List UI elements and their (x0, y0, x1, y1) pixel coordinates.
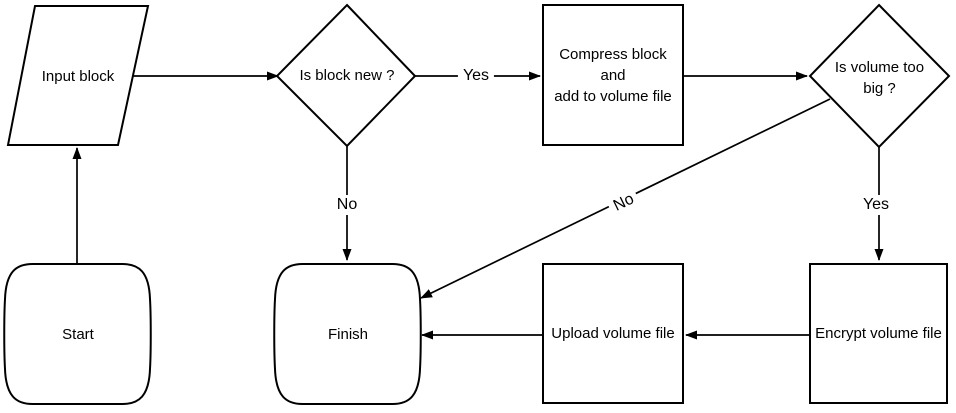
edge-label-yes-block-new: Yes (457, 66, 495, 86)
start-terminator-node (3, 263, 152, 405)
compress-block-node (542, 4, 684, 146)
finish-terminator-node (273, 263, 422, 405)
edge-label-yes-volume-big: Yes (857, 195, 895, 215)
is-block-new-decision-node (275, 3, 417, 148)
encrypt-volume-node (809, 263, 948, 404)
is-volume-too-big-decision-node (808, 3, 951, 149)
upload-volume-node (542, 263, 684, 404)
input-block-node (6, 5, 150, 146)
edge-label-no-block-new: No (331, 195, 363, 215)
